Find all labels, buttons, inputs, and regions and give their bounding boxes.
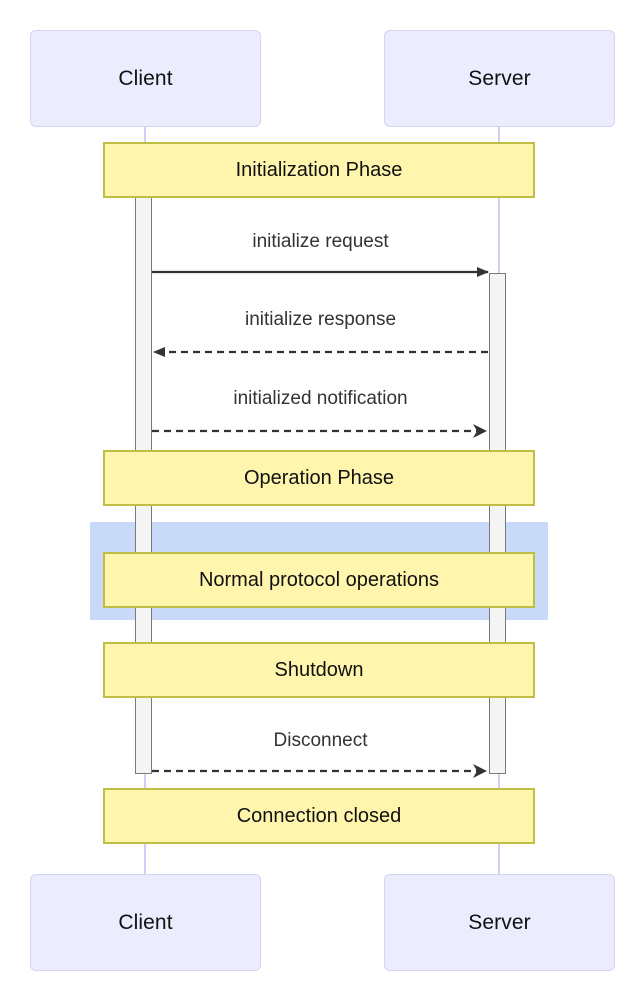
participant-box-client-bottom[interactable]: Client (30, 874, 261, 971)
phase-note-label-normal-operations: Normal protocol operations (198, 568, 440, 591)
participant-label-client-bottom: Client (118, 910, 173, 934)
phase-note-operation[interactable]: Operation Phase (103, 450, 535, 506)
participant-box-server-top[interactable]: Server (384, 30, 615, 127)
phase-note-label-initialization: Initialization Phase (235, 158, 403, 181)
activation-bar-server (489, 273, 506, 774)
participant-box-client-top[interactable]: Client (30, 30, 261, 127)
phase-note-connection-closed[interactable]: Connection closed (103, 788, 535, 844)
phase-note-label-operation: Operation Phase (243, 466, 395, 489)
participant-box-server-bottom[interactable]: Server (384, 874, 615, 971)
participant-label-server-bottom: Server (468, 910, 531, 934)
message-label-initialize-response: initialize response (244, 309, 397, 330)
message-label-initialize-request: initialize request (252, 231, 389, 252)
phase-note-label-shutdown: Shutdown (274, 658, 364, 681)
phase-note-initialization[interactable]: Initialization Phase (103, 142, 535, 198)
message-label-disconnect: Disconnect (273, 730, 368, 751)
phase-note-normal-operations[interactable]: Normal protocol operations (103, 552, 535, 608)
message-label-initialized-notification: initialized notification (233, 388, 408, 409)
phase-note-label-connection-closed: Connection closed (236, 804, 402, 827)
participant-label-client-top: Client (118, 66, 173, 90)
phase-note-shutdown[interactable]: Shutdown (103, 642, 535, 698)
participant-label-server-top: Server (468, 66, 531, 90)
